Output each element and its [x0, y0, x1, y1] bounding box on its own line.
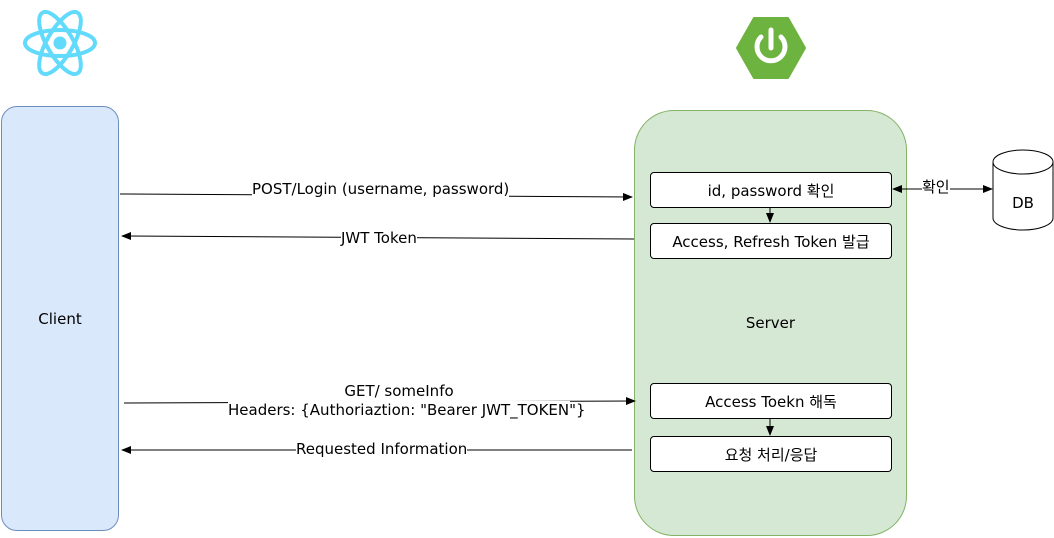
jwt-token-edge-label: JWT Token: [341, 229, 417, 247]
issue-tokens-box: Access, Refresh Token 발급: [650, 223, 892, 259]
requested-info-edge-label: Requested Information: [296, 440, 468, 458]
process-request-box: 요청 처리/응답: [650, 436, 892, 472]
get-info-edge-label-line2: Headers: {Authoriaztion: "Bearer JWT_TOK…: [228, 401, 586, 419]
spring-power-logo-icon: [736, 16, 806, 80]
database-cylinder-icon: [992, 149, 1054, 231]
client-node: [1, 106, 119, 531]
server-label: Server: [745, 314, 796, 332]
get-info-edge-label-line1: GET/ someInfo: [228, 382, 570, 400]
db-label: DB: [1012, 194, 1034, 212]
client-label: Client: [38, 310, 82, 328]
decode-token-box: Access Toekn 해독: [650, 383, 892, 419]
db-check-edge-label: 확인: [922, 178, 950, 196]
verify-credentials-box: id, password 확인: [650, 172, 892, 208]
react-logo-icon: [22, 8, 98, 78]
login-edge-label: POST/Login (username, password): [252, 180, 510, 198]
